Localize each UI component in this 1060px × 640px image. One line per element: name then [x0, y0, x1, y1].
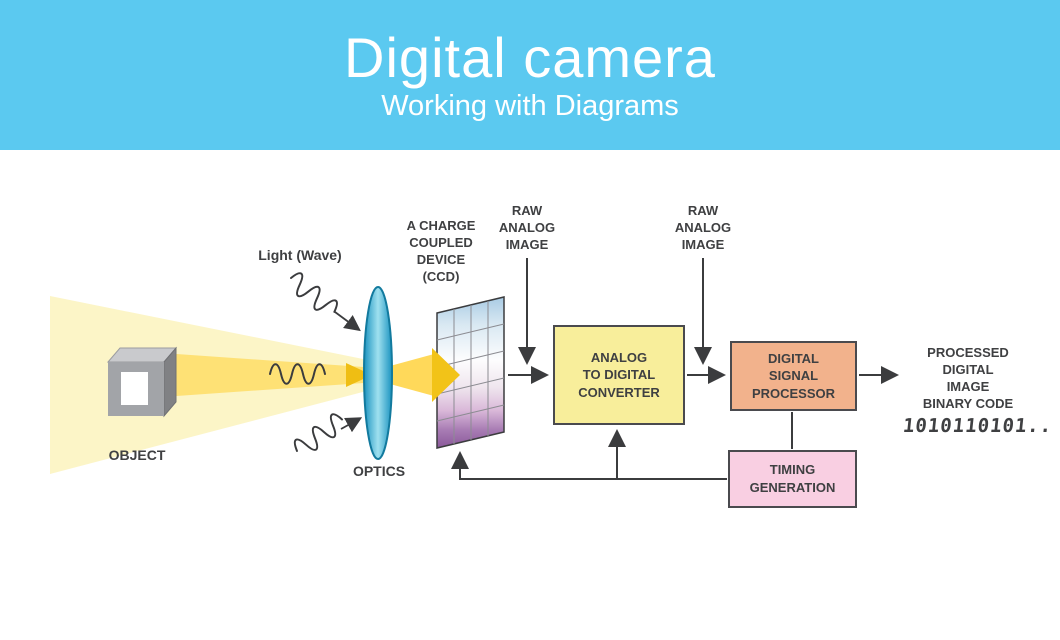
- focused-beam-arrow: [390, 348, 460, 402]
- processed-output-label: PROCESSED DIGITAL IMAGE BINARY CODE: [922, 345, 1014, 411]
- light-wave-squiggles: [269, 269, 363, 460]
- light-beam: [50, 296, 378, 474]
- object-label: OBJECT: [108, 447, 166, 463]
- dsp-box: DIGITAL SIGNAL PROCESSOR: [730, 341, 857, 411]
- raw-analog-image-label-2: RAW ANALOG IMAGE: [674, 203, 732, 252]
- optics-lens: [363, 286, 393, 460]
- optics-label: OPTICS: [352, 463, 406, 479]
- page-title: Digital camera: [344, 25, 716, 89]
- page-subtitle: Working with Diagrams: [381, 90, 679, 123]
- arrow-timing-to-ccd: [451, 451, 727, 480]
- timing-generation-box: TIMING GENERATION: [728, 450, 857, 508]
- ccd-label: A CHARGE COUPLED DEVICE (CCD): [406, 218, 476, 284]
- raw-analog-image-label-1: RAW ANALOG IMAGE: [498, 203, 556, 252]
- binary-code-text: 1010110101..: [901, 415, 1054, 437]
- header-banner: Digital camera Working with Diagrams: [0, 0, 1060, 150]
- adc-box: ANALOG TO DIGITAL CONVERTER: [553, 325, 685, 425]
- flow-arrows: [451, 258, 899, 480]
- ccd-grid: [436, 296, 505, 449]
- light-wave-label: Light (Wave): [258, 247, 342, 263]
- object-cube: [106, 346, 178, 418]
